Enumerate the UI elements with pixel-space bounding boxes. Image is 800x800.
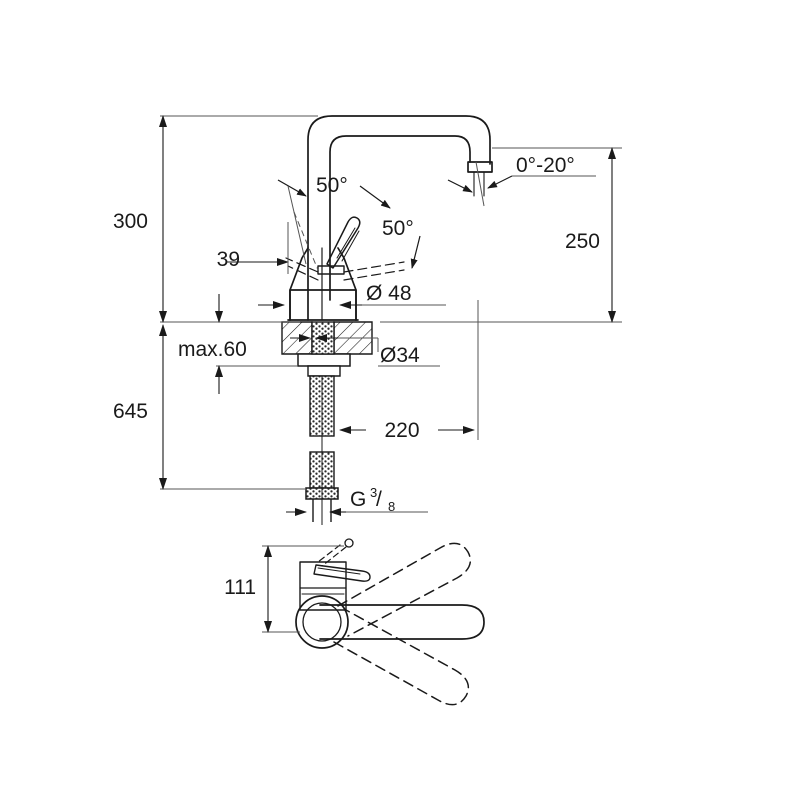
handle-lever xyxy=(326,216,361,269)
dim-220-label: 220 xyxy=(384,419,419,442)
dim-111-label: 111 xyxy=(224,576,256,599)
top-spout-arm-solid xyxy=(319,604,485,640)
angle-50-left-pointer xyxy=(277,179,307,197)
dim-d48-label: Ø 48 xyxy=(366,282,412,305)
angle-handle-left-50: 50° xyxy=(277,174,348,271)
mounting-nut xyxy=(307,365,341,377)
dim-645-label: 645 xyxy=(113,400,148,423)
angle-outlet-swivel: 0°-20° xyxy=(447,154,596,207)
mounting-washer xyxy=(297,353,351,367)
handle-dashed-right xyxy=(343,261,405,273)
top-spout-dashed-lower xyxy=(333,609,470,706)
angle-0-20-pointer-right xyxy=(487,175,513,189)
top-plan-view xyxy=(295,538,485,649)
dimension-depth-645: 645 xyxy=(113,324,306,490)
handle-pivot-block xyxy=(317,265,345,275)
dimension-spout-reach: 220 xyxy=(339,300,479,442)
handle-dashed-left-2 xyxy=(287,265,319,281)
top-spout-dashed-upper xyxy=(337,542,472,637)
dim-39-label: 39 xyxy=(217,248,240,271)
angle-0-20-label: 0°-20° xyxy=(516,154,575,177)
dim-300-label: 300 xyxy=(113,210,148,233)
top-handle-lever xyxy=(313,564,371,582)
side-elevation-view xyxy=(285,115,493,321)
angle-0-20-pointer-left xyxy=(447,179,473,193)
spout-outlet-stream-hint xyxy=(473,171,485,197)
handle-dashed-right-2 xyxy=(343,269,405,281)
dim-max60-label: max.60 xyxy=(178,338,247,361)
thread-letter: G xyxy=(350,488,366,511)
handle-dashed-left xyxy=(285,257,319,273)
handle-dashed-positions xyxy=(285,257,405,281)
thread-denominator: 8 xyxy=(388,499,395,514)
top-spout-dashed-positions xyxy=(333,542,472,706)
thread-slash: / xyxy=(376,488,382,511)
angle-50-right-arc-arrow xyxy=(410,235,421,269)
thread-label-group: G 3 / 8 xyxy=(286,485,428,516)
top-handle-rotation-dashed xyxy=(321,546,347,567)
dimension-counter-thickness: max.60 xyxy=(178,294,298,394)
below-counter-assembly xyxy=(305,321,339,525)
dimension-top-view-111: 111 xyxy=(224,545,344,633)
dimension-base-diameter: Ø 48 xyxy=(258,282,446,309)
angle-0-20-ref-line xyxy=(475,161,485,207)
spout-inner-outline xyxy=(329,135,471,301)
dim-250-label: 250 xyxy=(565,230,600,253)
top-pivot-circle-inner xyxy=(302,602,342,642)
top-pivot-circle-outer xyxy=(295,595,349,649)
handle-lever-detail-a xyxy=(336,227,356,259)
angle-50-left-ref xyxy=(287,185,307,265)
top-handle-detail-a xyxy=(317,567,361,575)
handle-lever-body xyxy=(326,216,361,269)
angle-50-left-ref2 xyxy=(293,211,319,271)
thread-numerator: 3 xyxy=(370,485,377,500)
handle-lever-detail-b xyxy=(341,230,360,262)
dimension-outlet-height: 250 xyxy=(380,147,622,323)
spout-outlet-nozzle xyxy=(467,161,493,173)
dim-d34-label: Ø34 xyxy=(380,344,420,367)
top-handle-rotation-dashed-2 xyxy=(317,544,341,563)
spout-outer-outline xyxy=(307,115,491,321)
angle-50-left-label: 50° xyxy=(316,174,348,197)
angle-50-right-label: 50° xyxy=(382,217,414,240)
angle-50-right-pointer xyxy=(359,185,391,209)
dimension-height-300: 300 xyxy=(113,115,318,323)
top-handle-rotation-marker xyxy=(344,538,354,548)
dimension-39: 39 xyxy=(217,222,289,274)
dimension-hole-diameter: Ø34 xyxy=(290,334,440,367)
angle-handle-right-50: 50° xyxy=(359,185,421,269)
